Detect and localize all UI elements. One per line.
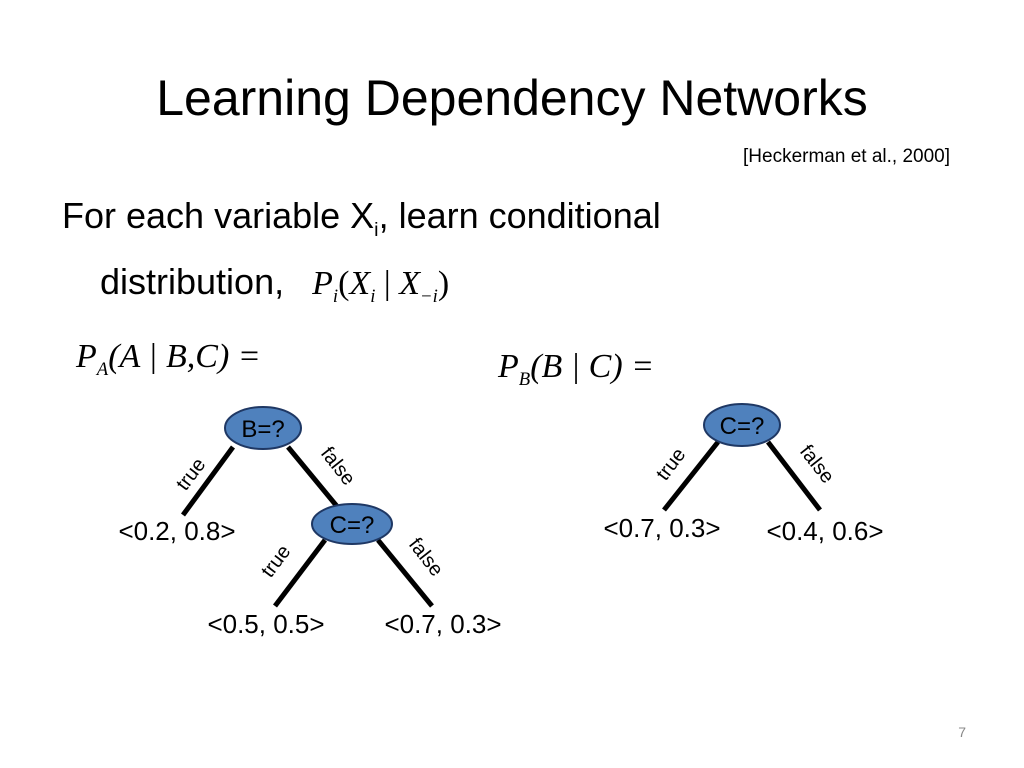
bullet-line2-text: distribution, <box>100 261 285 303</box>
edge-left-child-false <box>376 538 434 608</box>
bullet-line-2: distribution, Pi(Xi | X−i) <box>62 256 661 323</box>
tree-left-root-node: B=? <box>224 406 302 450</box>
edge-right-false <box>766 440 822 512</box>
bullet-line-1: For each variable Xi, learn conditional <box>62 190 661 256</box>
tree-left-child-node: C=? <box>311 503 393 545</box>
edge-left-root-false <box>286 445 342 512</box>
edge-label-child-true: true <box>257 541 295 582</box>
slide-title: Learning Dependency Networks <box>156 70 868 126</box>
edge-right-true <box>662 440 720 512</box>
bullet-suffix: , learn conditional <box>378 195 661 236</box>
bullet-text: For each variable Xi, learn conditional … <box>62 190 661 323</box>
edge-label-left-false: false <box>316 443 359 490</box>
edge-label-child-false: false <box>404 534 447 581</box>
page-number: 7 <box>958 724 966 740</box>
leaf-right-true: <0.7, 0.3> <box>603 513 720 543</box>
inline-equation: Pi(Xi | X−i) <box>312 265 450 307</box>
bullet-subscript: i <box>374 219 379 242</box>
bullet-prefix: For each variable X <box>62 195 375 236</box>
tree-left-child-label: C=? <box>330 512 375 539</box>
edge-label-right-true: true <box>652 444 690 485</box>
tree-right-root-node: C=? <box>703 403 781 447</box>
edge-label-right-false: false <box>795 441 838 488</box>
equation-right: PB(B | C) = <box>498 348 655 390</box>
citation: [Heckerman et al., 2000] <box>743 146 950 167</box>
edge-left-child-true <box>273 538 327 608</box>
tree-left-root-label: B=? <box>241 416 284 443</box>
tree-right-root-label: C=? <box>720 413 765 440</box>
leaf-right-false: <0.4, 0.6> <box>766 516 883 546</box>
leaf-left-child-false: <0.7, 0.3> <box>384 609 501 639</box>
equation-left: PA(A | B,C) = <box>76 338 261 380</box>
leaf-left-child-true: <0.5, 0.5> <box>207 609 324 639</box>
edge-left-root-true <box>180 445 236 517</box>
leaf-left-root-true: <0.2, 0.8> <box>118 516 235 546</box>
